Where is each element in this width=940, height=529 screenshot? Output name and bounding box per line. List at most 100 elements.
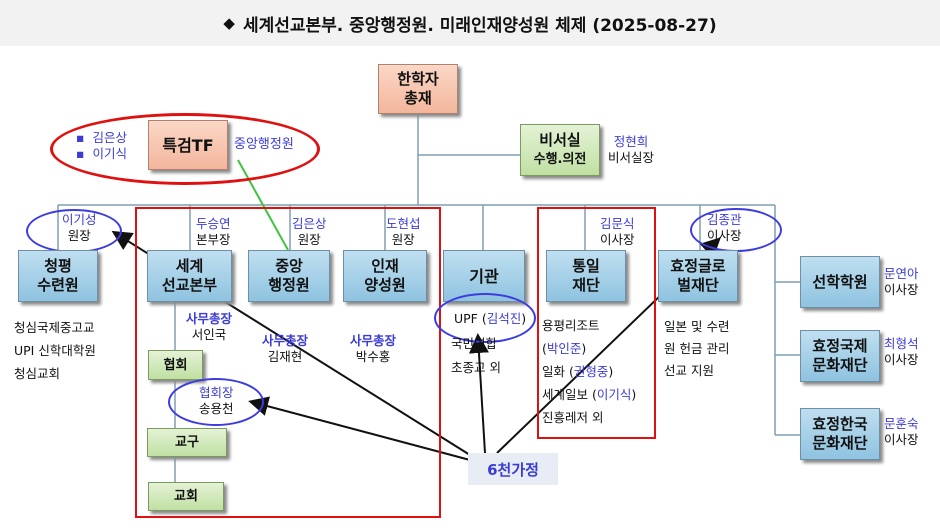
chairman-box[interactable]: 한학자 총재 [378, 64, 458, 114]
tf-members: ▪ 김은상 ▪ 이기식 [76, 130, 127, 162]
secretary-head-role: 비서실장 [608, 150, 655, 165]
association-box[interactable]: 협회 [148, 350, 203, 380]
unification-foundation-box[interactable]: 통일 재단 [546, 250, 626, 302]
page-title: ◆ 세계선교본부. 중앙행정원. 미래인재양성원 체제 (2025-08-27) [0, 0, 940, 46]
unification-item-text: 세계일보 ( [542, 387, 597, 402]
unification-item-text: 용평리조트 [542, 318, 600, 333]
cheongpyeong-items: 청심국제중고교 UPI 신학대학원 청심교회 [14, 316, 96, 385]
admin-line2: 행정원 [268, 276, 310, 294]
unification-item-person: 이기식 [596, 387, 632, 402]
cheongpyeong-head-role: 원장 [67, 228, 91, 243]
hyojeong-global-desc: 일본 및 수련 원 헌금 관리 선교 지원 [664, 316, 729, 382]
hj-korea-line1: 효정한국 [812, 415, 868, 433]
talent-head: 도현섭 원장 [386, 216, 421, 248]
hj-korea-head-role: 이사장 [884, 432, 919, 447]
tf-member-name: 김은상 [92, 130, 127, 145]
cheongpyeong-item: UPI 신학대학원 [14, 343, 96, 358]
admin-head-name: 김은상 [292, 216, 327, 231]
sunhak-label: 선학학원 [812, 272, 868, 291]
association-label: 협회 [163, 357, 188, 373]
unification-item: (박인준) [542, 341, 587, 356]
upf-suffix: ) [521, 311, 527, 326]
mission-secretary-general: 사무총장 서인국 [186, 311, 232, 343]
hyojeong-global-foundation-box[interactable]: 효정글로 벌재단 [658, 250, 738, 302]
unification-head-name: 김문식 [600, 216, 635, 231]
church-label: 교회 [174, 489, 198, 504]
bullet-icon: ▪ [76, 146, 85, 161]
secretary-office-name: 비서실 [539, 131, 581, 149]
special-investigation-tf-box[interactable]: 특검TF [148, 120, 228, 170]
talent-line1: 인재 [371, 257, 399, 275]
hyojeong-korea-foundation-box[interactable]: 효정한국 문화재단 [800, 408, 880, 460]
hyojeong-global-desc-line: 원 헌금 관리 [664, 341, 730, 356]
chairman-name: 한학자 [397, 70, 439, 88]
hyojeong-global-head-name: 김종관 [707, 212, 742, 227]
hj-intl-line1: 효정국제 [812, 337, 868, 355]
cheongpyeong-head: 이기성 원장 [62, 212, 97, 244]
unification-item-text: 일화 ( [542, 364, 574, 379]
bullet-icon: ▪ [76, 130, 85, 145]
tf-highlight-oval [50, 113, 320, 185]
central-admin-box[interactable]: 중앙 행정원 [248, 250, 330, 302]
church-district-box[interactable]: 교구 [147, 428, 227, 457]
unification-head-role: 이사장 [600, 232, 635, 247]
admin-sec-title: 사무총장 [262, 333, 309, 348]
page-title-text: 세계선교본부. 중앙행정원. 미래인재양성원 체제 (2025-08-27) [242, 15, 717, 36]
tf-box-label: 특검TF [162, 135, 214, 155]
hyojeong-global-line1: 효정글로 [670, 257, 726, 275]
secretary-office-box[interactable]: 비서실 수행.의전 [520, 124, 600, 176]
unification-item: 세계일보 (이기식) [542, 383, 636, 406]
mission-sec-name: 서인국 [191, 327, 227, 342]
mission-head-role: 본부장 [196, 232, 231, 247]
unification-item: 진흥레저 외 [542, 406, 636, 429]
church-box[interactable]: 교회 [148, 482, 224, 511]
talent-head-name: 도현섭 [386, 216, 421, 231]
unification-item-text: 진흥레저 외 [542, 410, 604, 425]
organizations-item: 국민연합 [451, 336, 498, 351]
tf-member-item: ▪ 이기식 [76, 146, 127, 162]
hj-korea-line2: 문화재단 [812, 434, 868, 452]
unification-item-person: 권형중 [573, 364, 609, 379]
organizations-items: 국민연합 초종교 외 [451, 332, 501, 380]
hj-intl-head-name: 최형석 [884, 336, 919, 351]
cheongpyeong-line1: 청평 [44, 257, 72, 275]
tf-member-name: 이기식 [92, 146, 127, 161]
hj-intl-line2: 문화재단 [812, 356, 868, 374]
world-mission-hq-box[interactable]: 세계 선교본부 [147, 250, 232, 302]
hj-intl-head-role: 이사장 [884, 352, 919, 367]
hyojeong-global-head-role: 이사장 [707, 228, 742, 243]
chairman-title: 총재 [404, 89, 432, 107]
upf-person: 김석진 [486, 311, 522, 326]
sunhak-head: 문연아 이사장 [884, 266, 919, 298]
organizations-label: 기관 [469, 266, 499, 286]
mission-head: 두승연 본부장 [196, 216, 231, 248]
hyojeong-global-desc-line: 선교 지원 [664, 363, 714, 378]
association-head: 협회장 송용천 [199, 385, 234, 417]
unification-items: 용평리조트 (박인준) 일화 (권형중) 세계일보 (이기식) 진흥레저 외 [542, 314, 636, 429]
talent-secretary-general: 사무총장 박수홍 [350, 333, 396, 365]
church-district-label: 교구 [175, 435, 199, 450]
upf-oval [434, 293, 536, 343]
cheongpyeong-center-box[interactable]: 청평 수련원 [18, 250, 98, 302]
admin-secretary-general: 사무총장 김재현 [262, 333, 308, 365]
hyojeong-global-head: 김종관 이사장 [707, 212, 742, 244]
mission-line1: 세계 [175, 257, 204, 275]
hj-korea-head-name: 문훈숙 [884, 416, 919, 431]
association-head-role: 협회장 [199, 385, 234, 400]
diamond-icon: ◆ [223, 14, 235, 32]
hyojeong-intl-foundation-box[interactable]: 효정국제 문화재단 [800, 330, 880, 382]
unification-head: 김문식 이사장 [600, 216, 635, 248]
tf-side-label: 중앙행정원 [234, 137, 294, 152]
hyojeong-global-line2: 벌재단 [677, 276, 719, 294]
sunhak-school-box[interactable]: 선학학원 [800, 256, 880, 308]
admin-head: 김은상 원장 [292, 216, 327, 248]
org-tree-lines [57, 110, 800, 482]
unification-foundation-highlight [537, 207, 656, 439]
admin-sec-name: 김재현 [267, 349, 303, 364]
admin-head-role: 원장 [297, 232, 321, 247]
sunhak-head-name: 문연아 [884, 266, 919, 281]
cheongpyeong-line2: 수련원 [37, 276, 79, 294]
cheongpyeong-item: 청심국제중고교 [14, 320, 95, 335]
future-talent-box[interactable]: 인재 양성원 [343, 250, 427, 302]
upf-prefix: UPF ( [454, 311, 487, 326]
